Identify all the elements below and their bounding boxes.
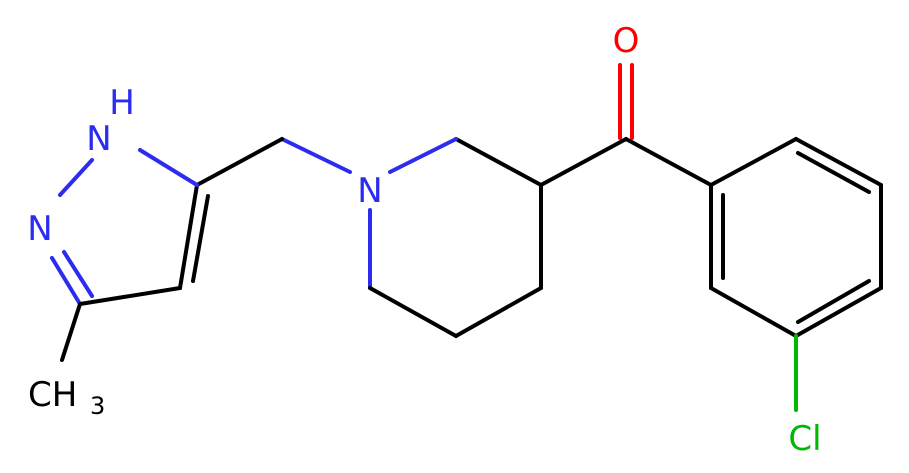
pyrazole-nh-hydrogen-label: H (109, 83, 135, 123)
bond-ar-c2-c3 (794, 137, 883, 187)
bond-carbonyl-ring (539, 137, 628, 187)
pyrazole-nh-nitrogen-label: N (86, 119, 111, 159)
bond-pip-c3-c2 (454, 137, 543, 187)
bond-ar-c5-c6 (709, 286, 798, 338)
bond-pz-c3-n2-a (50, 256, 82, 306)
carbonyl-group (539, 63, 713, 187)
chlorophenyl-ring (709, 137, 883, 412)
bond-pz-c5-c4-inner (191, 194, 210, 283)
bond-ar-c4-c5-inner (796, 279, 871, 324)
methylene-linker (195, 137, 352, 187)
bond-ar-c1-c2 (709, 137, 798, 187)
bond-ch2-pyrazole (195, 137, 284, 187)
bond-pz-c4-c3 (78, 286, 182, 306)
bond-pz-c5-c4 (178, 183, 199, 290)
bond-pz-n1-c5 (138, 148, 199, 187)
bond-pip-c5-c4 (454, 286, 543, 338)
bond-pip-c6-c5 (368, 286, 458, 338)
pyrazole-n2-label: N (27, 209, 52, 249)
chlorine-label: Cl (788, 419, 821, 459)
piperidine-nitrogen-label: N (357, 171, 382, 211)
bond-pip-c2-n (388, 137, 458, 174)
bond-ar-c4-c5 (794, 286, 883, 338)
bond-carbonyl-aryl (624, 137, 713, 187)
bond-pz-n2-n1 (58, 158, 94, 197)
bond-pz-c3-n2-b (62, 250, 94, 298)
bond-pz-c3-methyl (60, 302, 82, 362)
methyl-carbon-label: CH (28, 375, 77, 415)
bond-n-ch2 (280, 137, 352, 174)
piperidine-ring (368, 137, 543, 338)
oxygen-label: O (613, 21, 640, 61)
methyl-subscript: 3 (90, 392, 105, 420)
pyrazole-ring (50, 148, 210, 362)
bond-ar-c2-c3-inner (796, 151, 871, 194)
